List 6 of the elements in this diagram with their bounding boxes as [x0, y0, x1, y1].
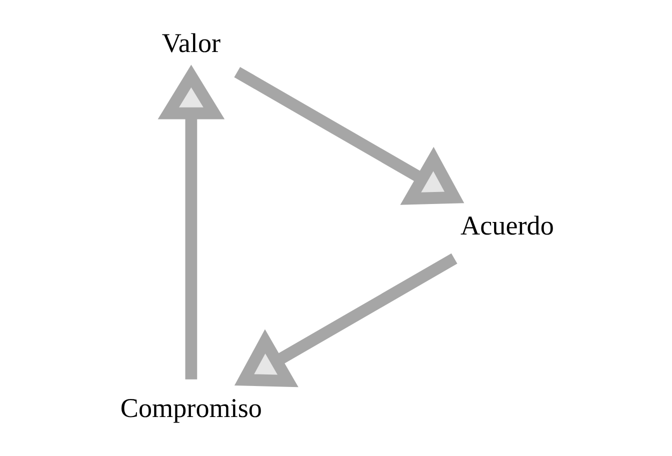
arrow [157, 64, 224, 380]
node-text: Acuerdo [460, 210, 554, 240]
node-text: Compromiso [120, 392, 262, 423]
arrow [234, 66, 464, 205]
arrow [234, 253, 457, 388]
node-text: Valor [161, 28, 220, 58]
